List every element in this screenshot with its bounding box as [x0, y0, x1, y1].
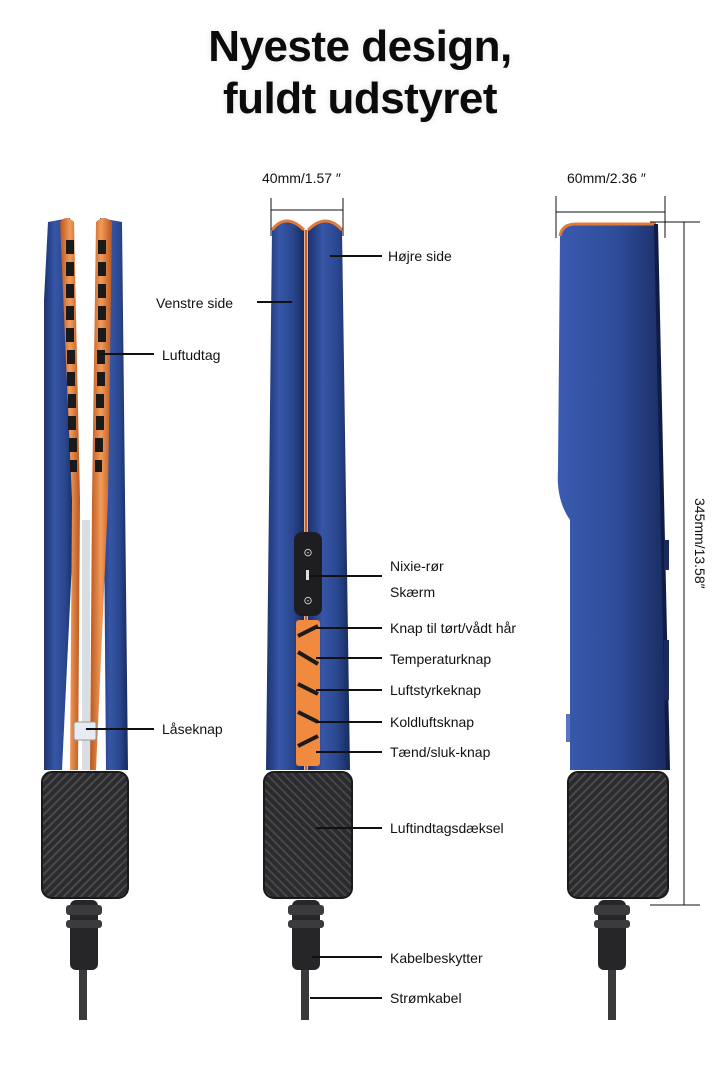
label-dry-wet-button: Knap til tørt/vådt hår [390, 620, 517, 636]
dimension-width-side: 60mm/2.36 ″ [567, 170, 646, 186]
label-left-side: Venstre side [156, 295, 234, 311]
device-front-view: ⊙ ⊙ [263, 219, 353, 1020]
air-intake-cover-left [42, 772, 128, 898]
label-airflow-button: Luftstyrkeknap [390, 682, 482, 698]
headline-line-2: fuldt udstyret [222, 74, 498, 123]
svg-text:⊙: ⊙ [303, 594, 312, 607]
label-cold-air-button: Koldluftsknap [390, 714, 475, 730]
right-arm-copper [90, 218, 112, 770]
label-temperature-button: Temperaturknap [390, 651, 492, 667]
label-nixie-tube: Nixie-rør [390, 558, 444, 574]
cable-protector-middle [292, 900, 320, 970]
label-power-cable: Strømkabel [390, 990, 462, 1006]
label-screen: Skærm [390, 584, 436, 600]
air-intake-cover-middle [264, 772, 352, 898]
label-power-button: Tænd/sluk-knap [390, 744, 491, 760]
lock-button [73, 721, 97, 741]
cable-protector-left [70, 900, 98, 970]
label-right-side: Højre side [388, 248, 452, 264]
label-lock-button: Låseknap [162, 721, 223, 737]
dimension-width-front: 40mm/1.57 ″ [262, 170, 341, 186]
air-outlet-vents [66, 240, 106, 472]
svg-text:⊙: ⊙ [303, 546, 312, 559]
dimension-lines [270, 196, 700, 906]
label-air-intake-cover: Luftindtagsdæksel [390, 820, 504, 836]
device-open-view [41, 218, 129, 1020]
label-cable-protector: Kabelbeskytter [390, 950, 483, 966]
callout-lines [86, 255, 382, 999]
dimension-height: 345mm/13.58″ [692, 498, 708, 589]
label-air-outlet: Luftudtag [162, 347, 221, 363]
device-side-view [557, 222, 670, 1020]
air-intake-cover-right [568, 772, 668, 898]
headline-line-1: Nyeste design, [208, 22, 512, 71]
